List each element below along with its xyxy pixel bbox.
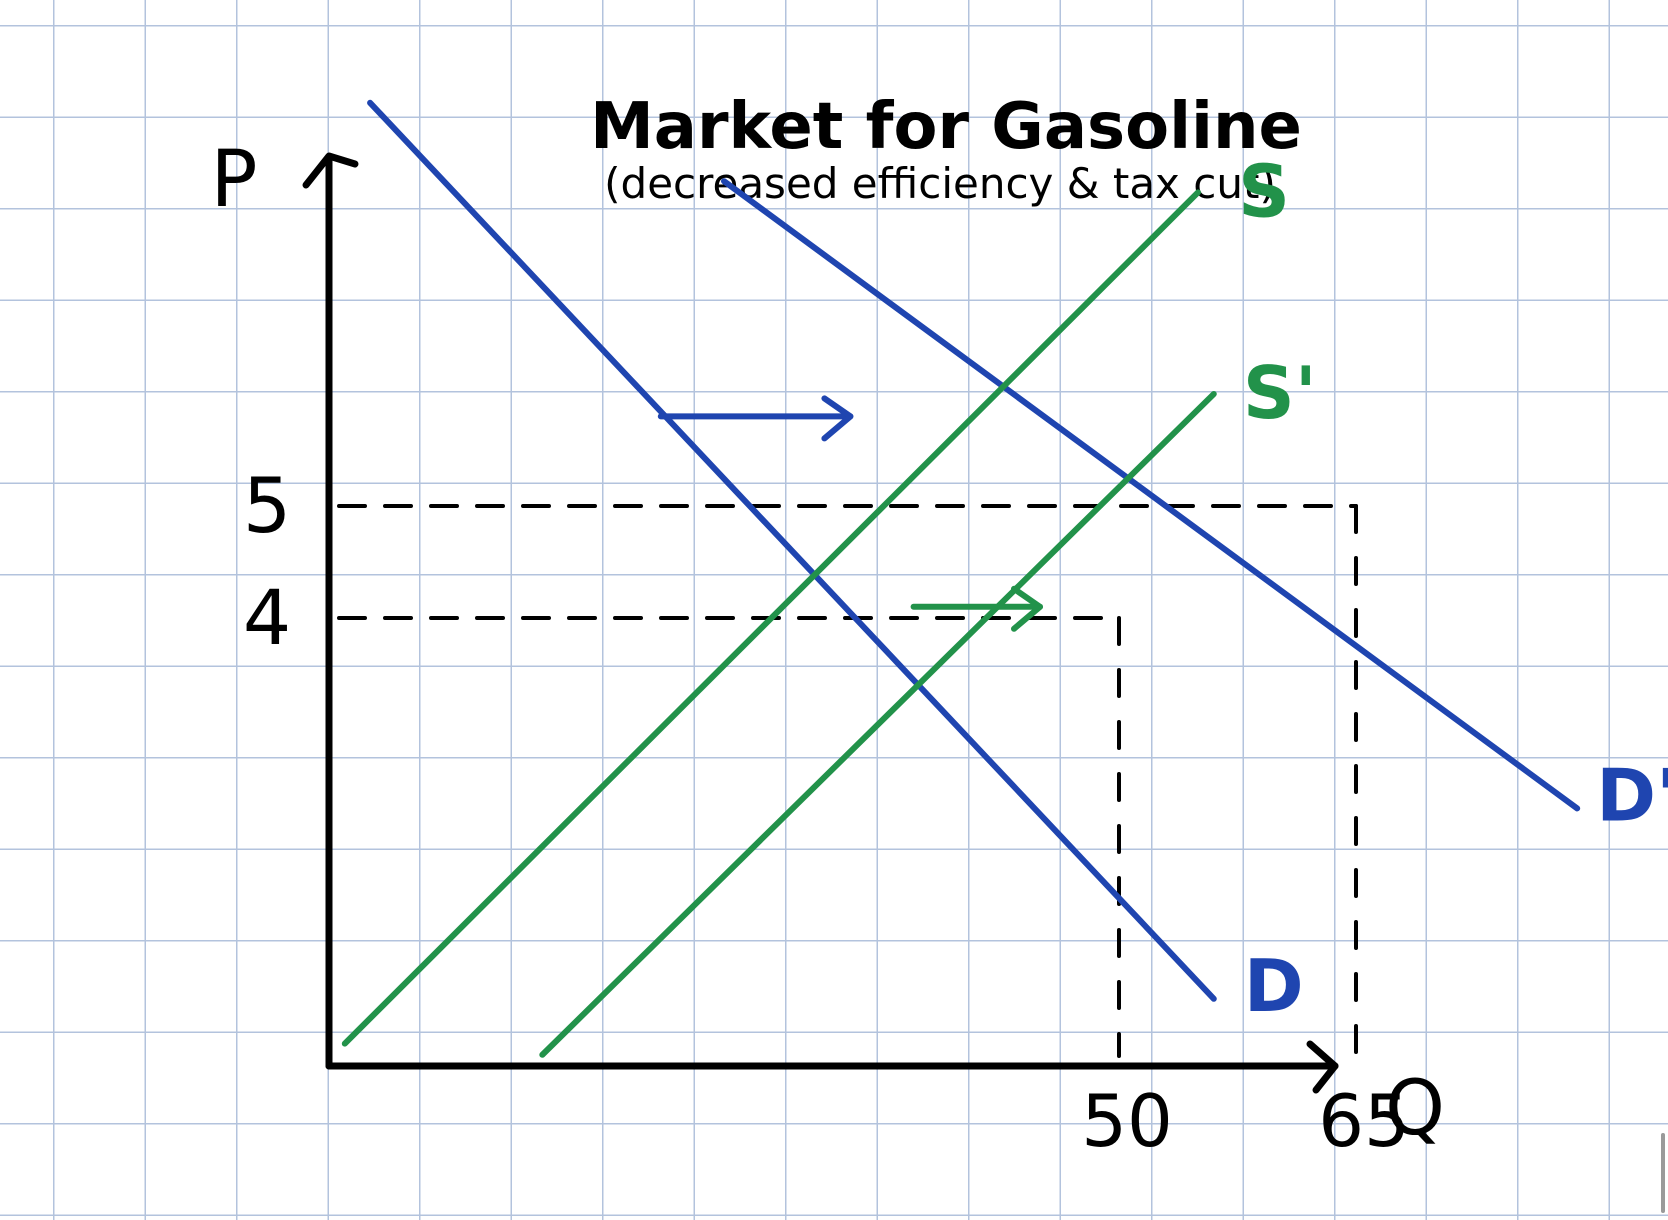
scrollbar[interactable] [1661,1133,1665,1213]
x-axis-label: Q [1385,1063,1445,1152]
curve-label-d: D [1244,944,1304,1028]
x-axis-arrowhead [1306,1040,1339,1094]
chart-title: Market for Gasoline [590,90,1302,164]
y-axis-label: P [210,135,257,225]
y-tick-label-5: 5 [243,461,291,550]
curve-label-d-prime: D' [1596,753,1668,837]
x-tick-label-50: 50 [1081,1079,1173,1163]
curve-d [367,99,1217,1002]
curve-d-prime [721,178,1581,812]
shift-arrowhead-1 [821,395,854,442]
curve-s-prime [539,391,1217,1058]
shift-arrowhead-2 [1011,585,1043,632]
y-axis-arrowhead [302,152,359,189]
x-tick-label-65: 65 [1318,1079,1410,1163]
y-tick-label-4: 4 [243,573,291,662]
curve-label-s-prime: S' [1243,351,1317,435]
curve-label-s: S [1238,149,1290,233]
curve-s [341,189,1201,1047]
chart-subtitle: (decreased efficiency & tax cut) [604,159,1276,208]
